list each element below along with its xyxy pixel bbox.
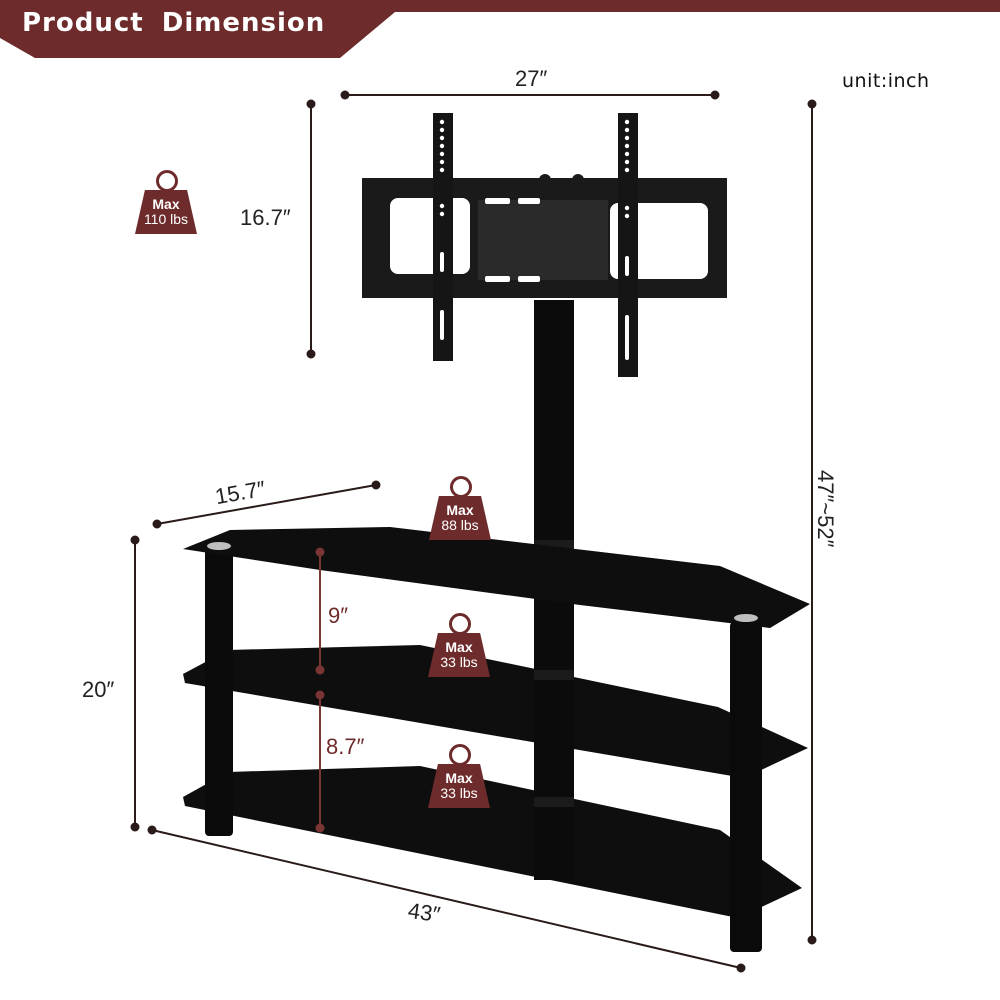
label-shelf-unit-height: 20″ <box>82 677 115 702</box>
bottom-shelf <box>183 766 802 918</box>
weight-badge-bottom-shelf: Max 33 lbs <box>428 744 490 814</box>
weight-value: 88 lbs <box>441 517 479 533</box>
label-total-height: 47″~52″ <box>813 470 838 548</box>
dimension-line-shelf-gap-top <box>315 547 325 675</box>
weight-ring-icon <box>450 476 472 498</box>
weight-ring-icon <box>449 613 471 635</box>
column-collar-top <box>534 540 574 550</box>
leg-cap-right <box>734 614 758 622</box>
label-shelf-gap-bottom: 8.7″ <box>326 734 365 759</box>
weight-ring-icon <box>449 744 471 766</box>
column-collar-middle <box>534 670 574 680</box>
weight-max-label: Max <box>446 502 474 519</box>
dimension-line-total-width <box>147 825 746 973</box>
weight-badge-top-shelf: Max 88 lbs <box>429 476 491 546</box>
weight-ring-icon <box>156 170 178 192</box>
unit-label: unit:inch <box>842 70 930 92</box>
weight-max-label: Max <box>445 639 473 656</box>
label-mount-width: 27″ <box>515 66 548 91</box>
weight-badge-mount: Max 110 lbs <box>135 170 197 240</box>
weight-max-label: Max <box>152 196 180 213</box>
label-shelf-gap-top: 9″ <box>328 603 349 628</box>
dimension-line-mount-width <box>340 90 720 100</box>
middle-shelf <box>183 645 808 778</box>
label-mount-height: 16.7″ <box>240 205 291 230</box>
weight-max-label: Max <box>445 770 473 787</box>
weight-value: 33 lbs <box>440 785 478 801</box>
leg-cap-left <box>207 542 231 550</box>
label-total-width: 43″ <box>406 897 442 928</box>
dimension-line-shelf-gap-bottom <box>315 690 325 833</box>
dimension-line-shelf-height <box>130 535 140 832</box>
dimension-line-shelf-depth <box>152 480 381 529</box>
column-collar-bottom <box>534 797 574 807</box>
right-leg <box>730 622 762 952</box>
dimension-line-mount-height <box>306 99 316 359</box>
header-title: Product Dimension <box>22 8 326 38</box>
weight-badge-middle-shelf: Max 33 lbs <box>428 613 490 683</box>
dimension-line-total-height <box>807 99 817 945</box>
top-shelf <box>183 527 810 628</box>
weight-value: 33 lbs <box>440 654 478 670</box>
weight-value: 110 lbs <box>143 211 189 227</box>
header-banner <box>0 0 1000 58</box>
left-leg <box>205 548 233 836</box>
tv-mount-bracket <box>362 113 727 377</box>
